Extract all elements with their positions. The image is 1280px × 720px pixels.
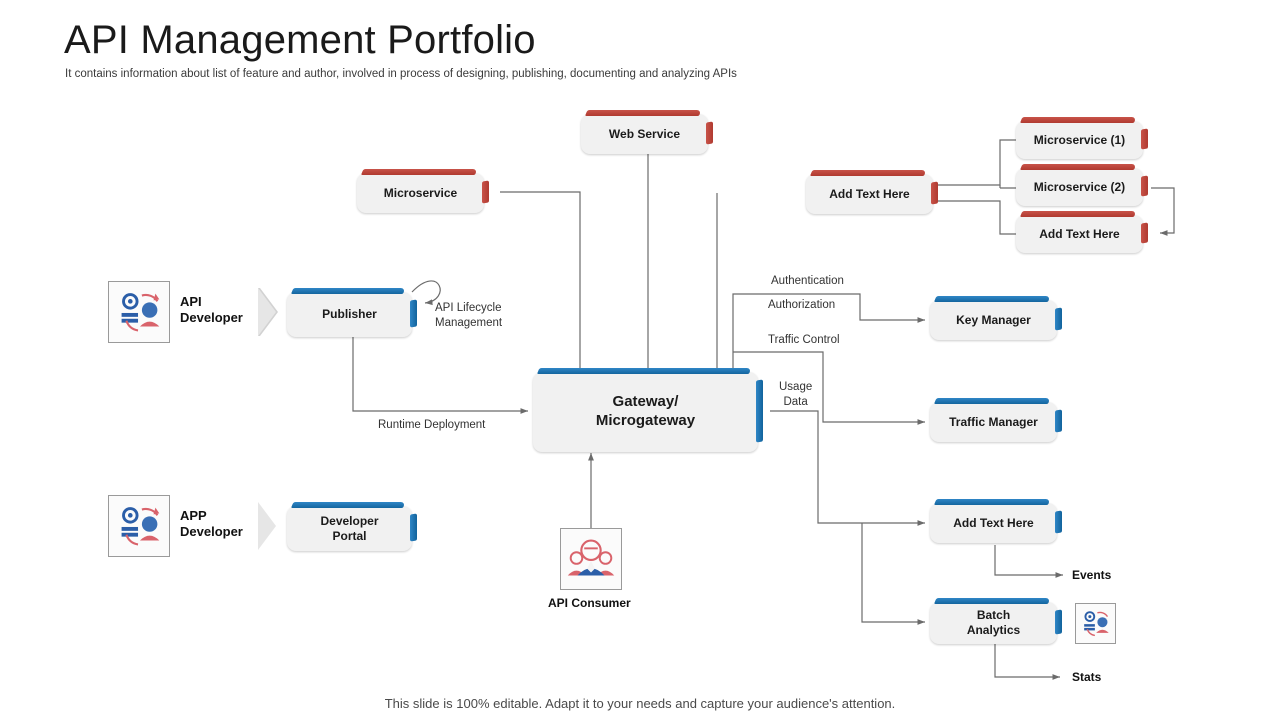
node-batch-analytics[interactable]: Batch Analytics — [930, 602, 1057, 644]
api-developer-label: API Developer — [180, 294, 243, 326]
label-authentication: Authentication — [771, 275, 844, 287]
api-consumer-icon — [560, 528, 622, 590]
node-developer-portal[interactable]: Developer Portal — [287, 506, 412, 551]
node-add-text-here-top[interactable]: Add Text Here — [806, 174, 933, 214]
app-developer-label: APP Developer — [180, 508, 243, 540]
api-consumer-caption: API Consumer — [548, 596, 631, 610]
node-publisher[interactable]: Publisher — [287, 292, 412, 337]
node-microservice-2[interactable]: Microservice (2) — [1016, 168, 1143, 206]
analytics-person-icon — [1075, 603, 1116, 644]
node-microservice-1[interactable]: Microservice (1) — [1016, 121, 1143, 159]
app-developer-icon — [108, 495, 170, 557]
node-microservice[interactable]: Microservice — [357, 173, 484, 213]
label-events: Events — [1072, 568, 1112, 582]
node-web-service[interactable]: Web Service — [581, 114, 708, 154]
node-key-manager[interactable]: Key Manager — [930, 300, 1057, 340]
api-developer-icon — [108, 281, 170, 343]
slide-footer-note: This slide is 100% editable. Adapt it to… — [384, 696, 896, 711]
node-add-text-here-events[interactable]: Add Text Here — [930, 503, 1057, 543]
label-traffic-control: Traffic Control — [768, 334, 840, 346]
label-api-lifecycle-management: API Lifecycle Management — [435, 302, 503, 329]
label-usage-data: Usage Data — [779, 381, 813, 408]
node-traffic-manager[interactable]: Traffic Manager — [930, 402, 1057, 442]
label-runtime-deployment: Runtime Deployment — [378, 419, 486, 431]
chevron-right-icon-app — [258, 502, 276, 550]
node-add-text-here-right[interactable]: Add Text Here — [1016, 215, 1143, 253]
label-authorization: Authorization — [768, 299, 836, 311]
page-title: API Management Portfolio — [64, 18, 536, 62]
node-gateway-microgateway[interactable]: Gateway/ Microgateway — [533, 372, 758, 452]
label-stats: Stats — [1072, 670, 1102, 684]
chevron-right-icon-api — [258, 288, 278, 336]
page-subtitle: It contains information about list of fe… — [65, 68, 737, 80]
